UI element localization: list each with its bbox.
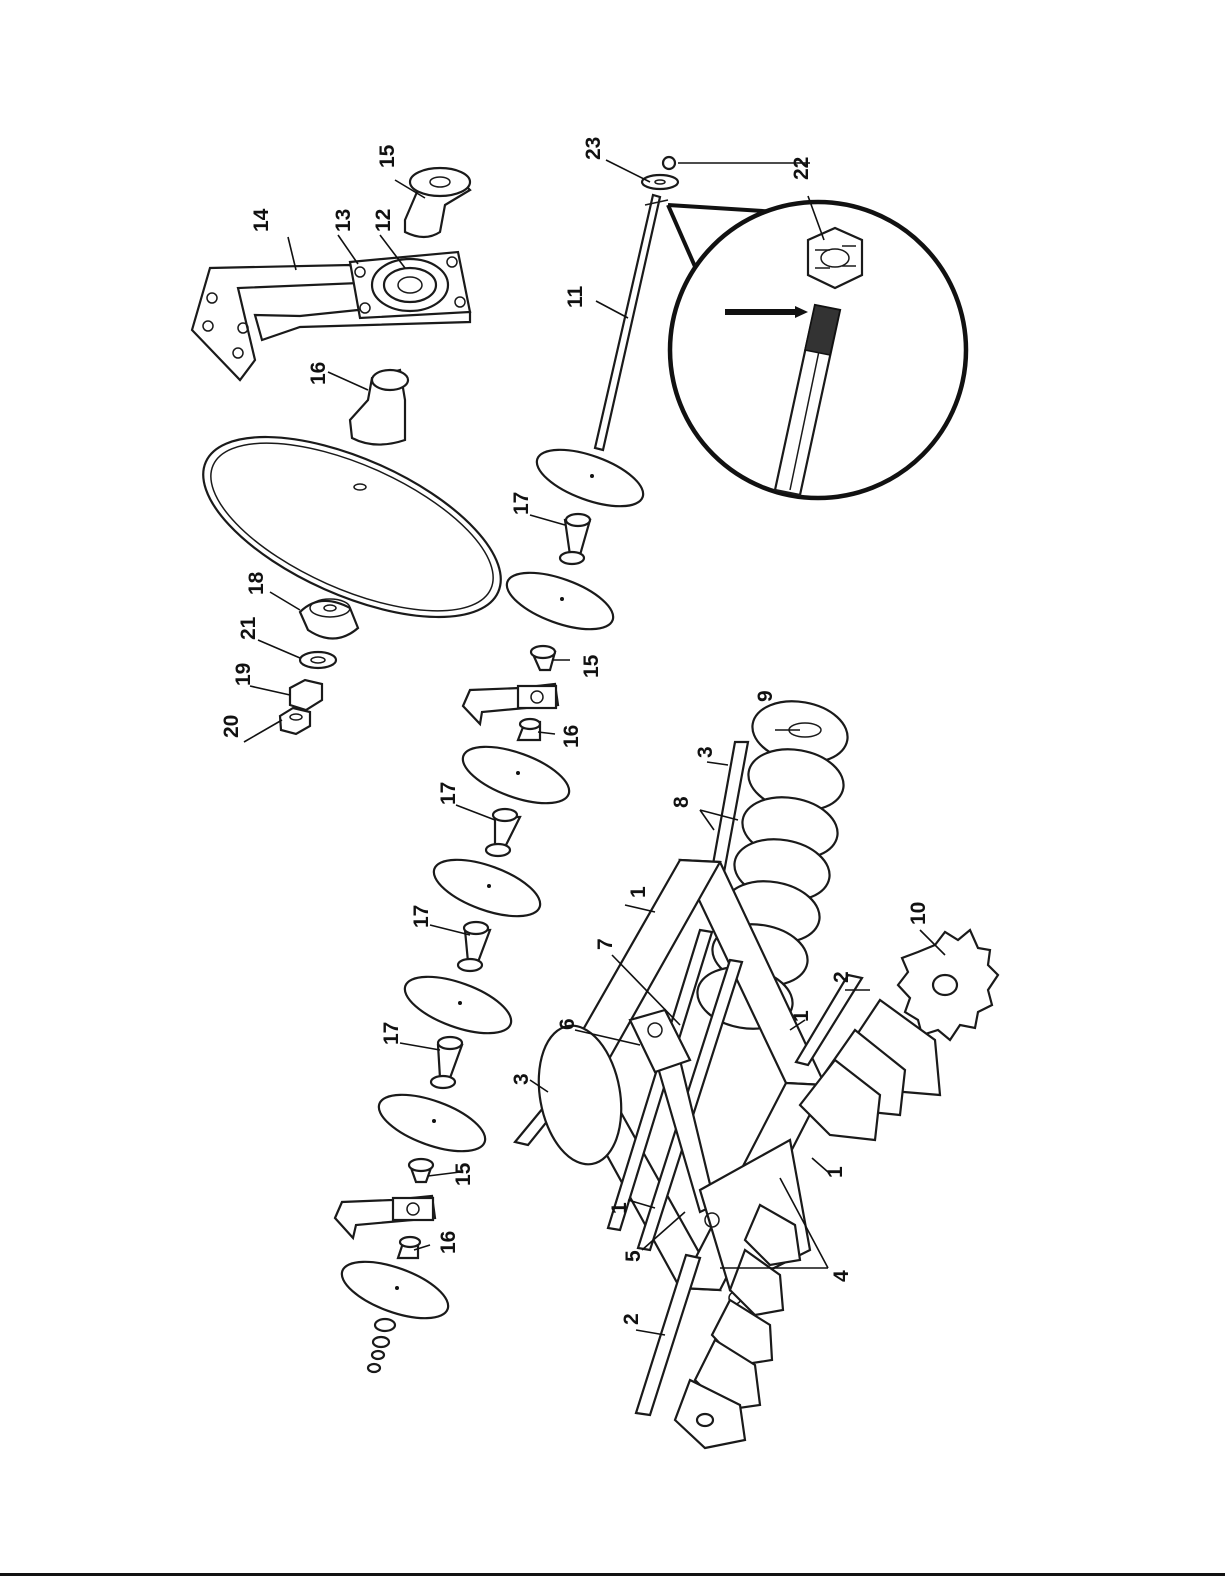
part-number-label: 23 <box>582 137 605 160</box>
bearing-insert-12 <box>372 259 448 311</box>
part-number-label: 17 <box>380 1022 403 1045</box>
part-number-label: 17 <box>410 905 433 928</box>
washer-23 <box>642 175 678 189</box>
spool-16-top <box>350 370 408 445</box>
spool-15-top <box>405 168 470 237</box>
small-nut-22 <box>663 157 675 169</box>
bracket-small-c <box>335 1196 435 1238</box>
washer-21 <box>300 652 336 668</box>
part-number-label: 15 <box>580 654 603 678</box>
page-bottom-rule <box>0 1573 1225 1576</box>
part-number-label: 15 <box>376 144 399 168</box>
part-number-label: 20 <box>220 715 243 738</box>
disc-d <box>427 848 547 928</box>
spool-16-c <box>398 1237 420 1258</box>
part-number-label: 1 <box>608 1202 631 1214</box>
part-number-label: 1 <box>790 1010 813 1022</box>
part-number-label: 1 <box>824 1166 847 1178</box>
spool-17-c <box>458 922 490 971</box>
spool-15-c <box>409 1159 433 1182</box>
gang-bolt-11 <box>595 195 668 450</box>
nut-19 <box>290 680 322 710</box>
part-number-label: 16 <box>437 1231 460 1254</box>
spool-17-b <box>486 809 520 856</box>
part-number-label: 14 <box>250 208 273 232</box>
part-number-label: 21 <box>237 616 260 640</box>
part-number-label: 11 <box>564 285 587 308</box>
part-number-label: 12 <box>372 209 395 232</box>
part-number-label: 16 <box>560 725 583 748</box>
disc-c <box>456 735 576 815</box>
part-number-label: 19 <box>232 663 255 686</box>
part-number-label: 9 <box>754 690 777 702</box>
part-number-label: 13 <box>332 209 355 232</box>
part-number-label: 17 <box>437 782 460 805</box>
part-number-label: 3 <box>510 1073 533 1085</box>
disc-f <box>372 1083 492 1163</box>
disc-g <box>335 1250 455 1330</box>
end-hardware-stack <box>368 1319 395 1372</box>
disc-b <box>500 561 620 641</box>
part-number-label: 15 <box>452 1162 475 1186</box>
part-number-label: 8 <box>670 796 693 808</box>
part-number-label: 5 <box>622 1250 645 1262</box>
part-number-label: 4 <box>830 1270 853 1282</box>
harrow-frame <box>515 694 998 1448</box>
disc-a <box>530 438 650 518</box>
spool-16-b <box>518 719 540 740</box>
part-number-label: 7 <box>594 938 617 950</box>
part-number-label: 10 <box>907 902 930 925</box>
part-number-label: 2 <box>830 971 853 983</box>
spool-17-a <box>560 514 590 564</box>
part-number-label: 3 <box>694 746 717 758</box>
part-number-label: 6 <box>556 1018 579 1030</box>
part-number-label: 18 <box>245 571 268 595</box>
spool-17-d <box>431 1037 462 1088</box>
spacer-18 <box>300 599 358 639</box>
disc-e <box>398 965 518 1045</box>
part-number-label: 1 <box>627 886 650 898</box>
detail-callout <box>668 202 966 498</box>
part-number-label: 2 <box>620 1313 643 1325</box>
spool-15-b <box>531 646 555 670</box>
part-number-label: 22 <box>790 157 813 180</box>
bracket-small-b <box>463 684 558 724</box>
part-number-label: 17 <box>510 492 533 515</box>
nut-20 <box>280 708 310 734</box>
part-number-label: 16 <box>307 362 330 385</box>
